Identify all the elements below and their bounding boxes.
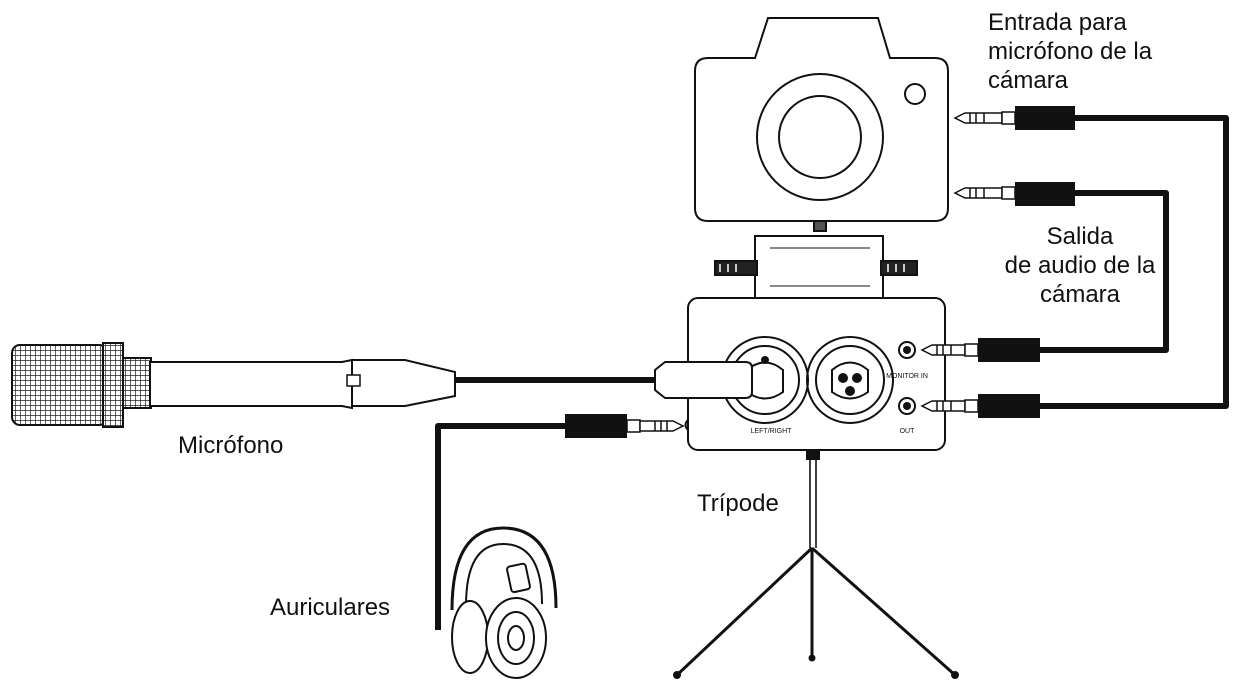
device-input-label: LEFT/RIGHT <box>751 428 793 435</box>
camera-audio-output-line-1: Salida <box>1046 223 1114 250</box>
headphone-plug <box>565 414 685 438</box>
adapter-headphone-port <box>684 419 689 431</box>
mic-switch <box>346 374 361 387</box>
camera-mic-input-label: Entrada para micrófono de la cámara <box>988 8 1152 95</box>
mount-bracket <box>714 235 918 299</box>
xlr-connector <box>654 361 753 399</box>
camera-mic-input-line-2: micrófono de la <box>988 38 1153 65</box>
headband-inner <box>465 542 543 607</box>
cables <box>435 115 1229 630</box>
camera-output-cable <box>1040 190 1169 353</box>
camera-mic-input-line-3: cámara <box>988 67 1069 94</box>
camera-audio-output-line-2: de audio de la <box>1004 252 1156 279</box>
mic-grille <box>11 344 108 426</box>
camera-input-jack <box>953 106 1075 130</box>
camera-mic-input-line-1: Entrada para <box>988 9 1127 36</box>
headphone-cable <box>435 423 565 630</box>
camera-output-jack <box>953 182 1075 206</box>
combo-jack-right <box>806 336 894 424</box>
monitor-in-plug <box>920 338 1040 362</box>
headphones-label: Auriculares <box>270 594 391 621</box>
device-out-label: OUT <box>900 428 916 435</box>
ear-cup-back <box>451 600 489 674</box>
mic-ring <box>102 342 124 428</box>
microphone <box>11 342 456 428</box>
microphone-label: Micrófono <box>178 432 284 459</box>
tripod-leg-left <box>675 546 814 677</box>
tripod-leg-right <box>811 546 956 677</box>
camera-audio-output-label: Salida de audio de la cámara <box>985 222 1175 309</box>
camera <box>694 17 949 232</box>
camera-input-cable <box>1040 115 1229 409</box>
camera-flash <box>904 83 926 105</box>
tripod-label: Trípode <box>697 490 779 517</box>
camera-audio-output-line-3: cámara <box>1039 281 1121 308</box>
out-plug <box>920 394 1040 418</box>
mic-end <box>351 359 456 407</box>
mic-handle <box>149 358 353 410</box>
headband-outer <box>450 526 558 611</box>
tripod <box>673 450 959 679</box>
device-monitor-label: MONITOR IN <box>886 373 928 380</box>
camera-lens-inner <box>778 95 862 179</box>
mic-neck <box>122 357 152 409</box>
headphones <box>450 526 558 679</box>
camera-mount-screw <box>813 220 827 232</box>
